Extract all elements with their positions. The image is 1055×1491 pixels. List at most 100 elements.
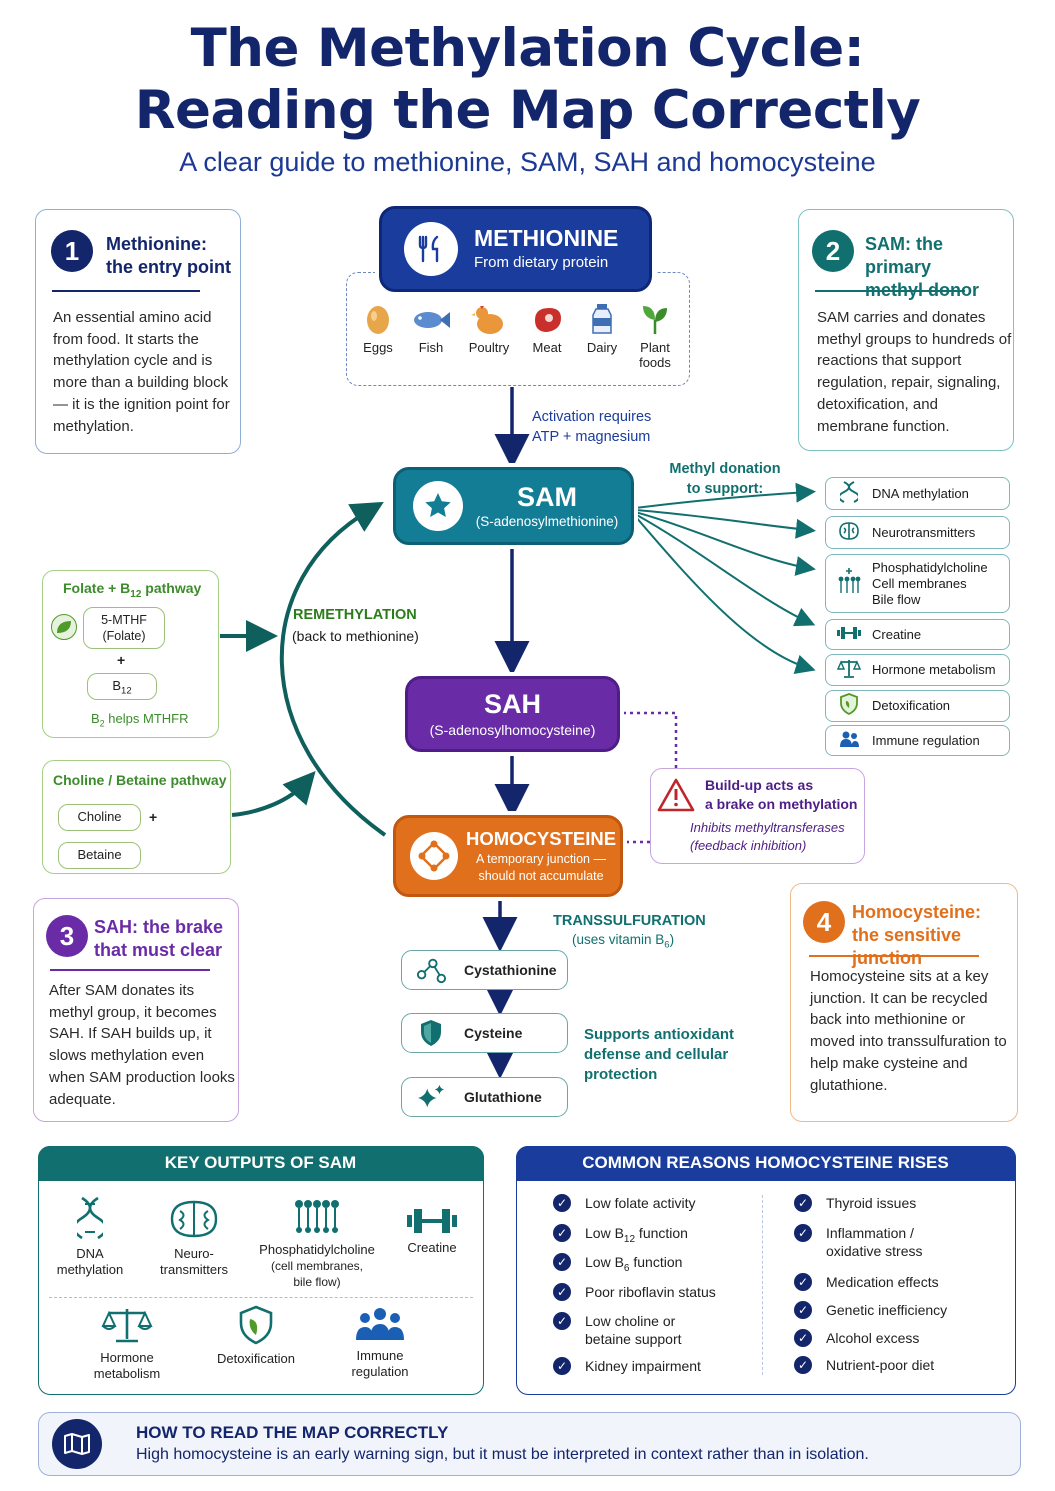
fork-knife-icon bbox=[404, 222, 458, 276]
molecule-icon bbox=[416, 955, 446, 985]
methionine-subtitle: From dietary protein bbox=[474, 254, 609, 271]
key-output-phosphatidylcholine: Phosphatidylcholine (cell membranes, bil… bbox=[252, 1196, 382, 1290]
reason-item: ✓Kidney impairment bbox=[553, 1357, 701, 1375]
check-icon: ✓ bbox=[553, 1253, 571, 1271]
choline-pathway-title: Choline / Betaine pathway bbox=[53, 772, 227, 788]
food-eggs: Eggs bbox=[350, 302, 406, 355]
transsulfuration-label: TRANSSULFURATION bbox=[553, 913, 706, 929]
footer-banner: HOW TO READ THE MAP CORRECTLY High homoc… bbox=[38, 1412, 1021, 1476]
brain-icon bbox=[836, 521, 862, 545]
check-icon: ✓ bbox=[553, 1283, 571, 1301]
key-outputs-heading: KEY OUTPUTS OF SAM bbox=[37, 1145, 484, 1181]
footer-heading: HOW TO READ THE MAP CORRECTLY bbox=[136, 1423, 449, 1442]
map-icon bbox=[52, 1419, 102, 1469]
check-icon: ✓ bbox=[553, 1312, 571, 1330]
homocysteine-node: HOMOCYSTEINE A temporary junction — shou… bbox=[393, 815, 623, 897]
panel-methionine-entry: 1 Methionine: the entry point An essenti… bbox=[35, 209, 241, 454]
reason-item: ✓Inflammation /oxidative stress bbox=[794, 1224, 922, 1260]
panel-title: Methionine: bbox=[106, 234, 207, 254]
divider bbox=[49, 1297, 473, 1298]
remethylation-label: REMETHYLATION bbox=[293, 607, 417, 623]
number-badge: 2 bbox=[812, 230, 854, 272]
food-poultry: Poultry bbox=[461, 302, 517, 355]
leaf-icon bbox=[51, 614, 77, 640]
panel-body: An essential amino acid from food. It st… bbox=[53, 309, 230, 435]
reason-item: ✓Alcohol excess bbox=[794, 1329, 919, 1347]
reasons-panel: COMMON REASONS HOMOCYSTEINE RISES bbox=[515, 1145, 1016, 1395]
sparkle-icon bbox=[416, 1082, 446, 1112]
panel-sah-brake: 3 SAH: the brake that must clear After S… bbox=[33, 898, 239, 1122]
check-icon: ✓ bbox=[553, 1224, 571, 1242]
five-mthf-item: 5-MTHF (Folate) bbox=[83, 607, 165, 649]
membrane-icon bbox=[295, 1200, 339, 1233]
remethylation-sublabel: (back to methionine) bbox=[292, 628, 419, 644]
output-detoxification: Detoxification bbox=[825, 690, 1010, 722]
output-neurotransmitters: Neurotransmitters bbox=[825, 516, 1010, 549]
reasons-heading: COMMON REASONS HOMOCYSTEINE RISES bbox=[515, 1145, 1016, 1181]
panel-title: SAH: the brake bbox=[94, 917, 224, 937]
brake-note-line: a brake on methylation bbox=[705, 796, 858, 812]
dumbbell-icon bbox=[836, 626, 862, 644]
shield-icon bbox=[836, 693, 862, 719]
scale-icon bbox=[836, 658, 862, 682]
homocysteine-title: HOMOCYSTEINE bbox=[466, 828, 617, 849]
page-subtitle: A clear guide to methionine, SAM, SAH an… bbox=[179, 147, 876, 177]
b12-item: B12 bbox=[87, 673, 157, 700]
panel-sam-donor: 2 SAM: the primary methyl donor SAM carr… bbox=[798, 209, 1014, 451]
number-badge: 3 bbox=[46, 915, 88, 957]
star-icon bbox=[413, 481, 463, 531]
sah-title: SAH bbox=[483, 689, 541, 719]
check-icon: ✓ bbox=[794, 1273, 812, 1291]
panel-title: that must clear bbox=[94, 940, 223, 960]
check-icon: ✓ bbox=[794, 1356, 812, 1374]
divider bbox=[50, 969, 210, 971]
divider bbox=[809, 955, 979, 957]
sam-node: SAM (S-adenosylmethionine) bbox=[393, 467, 634, 545]
check-icon: ✓ bbox=[794, 1224, 812, 1242]
folate-b12-pathway: Folate + B12 pathway 5-MTHF (Folate) + B… bbox=[42, 570, 219, 738]
brake-note-line: Build-up acts as bbox=[705, 777, 814, 793]
output-creatine: Creatine bbox=[825, 619, 1010, 650]
choline-betaine-pathway: Choline / Betaine pathway Choline + Beta… bbox=[42, 760, 231, 874]
folate-pathway-title: Folate + B12 pathway bbox=[63, 580, 202, 600]
food-meat: Meat bbox=[519, 302, 575, 355]
key-outputs-panel: KEY OUTPUTS OF SAM bbox=[37, 1145, 484, 1395]
check-icon: ✓ bbox=[553, 1194, 571, 1212]
methionine-node: METHIONINE From dietary protein bbox=[379, 206, 652, 292]
dna-icon bbox=[836, 480, 862, 508]
scale-icon bbox=[101, 1309, 153, 1343]
plus-sign: + bbox=[117, 652, 126, 668]
check-icon: ✓ bbox=[794, 1301, 812, 1319]
sam-subtitle: (S-adenosylmethionine) bbox=[475, 514, 619, 529]
page-title-line1: The Methylation Cycle: bbox=[190, 18, 865, 79]
transsulfuration-sublabel: (uses vitamin B6) bbox=[572, 932, 675, 951]
output-hormone-metabolism: Hormone metabolism bbox=[825, 654, 1010, 686]
junction-icon bbox=[410, 832, 458, 880]
homocysteine-subtitle: should not accumulate bbox=[478, 869, 604, 883]
panel-body: SAM carries and donates methyl groups to… bbox=[817, 309, 1012, 435]
key-output-neurotransmitters: Neuro- transmitters bbox=[152, 1198, 236, 1278]
number-badge: 1 bbox=[51, 230, 93, 272]
leaf-sprout-icon bbox=[643, 306, 667, 334]
panel-body: After SAM donates its methyl group, it b… bbox=[49, 982, 235, 1108]
check-icon: ✓ bbox=[794, 1329, 812, 1347]
choline-item: Choline bbox=[58, 804, 141, 831]
key-output-creatine: Creatine bbox=[398, 1208, 466, 1256]
step-glutathione: Glutathione bbox=[401, 1077, 568, 1117]
reason-item: ✓Low folate activity bbox=[553, 1194, 696, 1212]
panel-title: the entry point bbox=[106, 257, 231, 277]
plus-sign: + bbox=[149, 809, 158, 825]
reason-item: ✓Thyroid issues bbox=[794, 1194, 916, 1212]
output-dna-methylation: DNA methylation bbox=[825, 477, 1010, 510]
food-plant: Plant foods bbox=[627, 302, 683, 370]
egg-icon bbox=[367, 306, 389, 334]
sah-brake-note: Build-up acts as a brake on methylation … bbox=[650, 768, 865, 864]
meat-icon bbox=[535, 308, 561, 332]
key-output-detoxification: Detoxification bbox=[208, 1305, 304, 1367]
page-title-line2: Reading the Map Correctly bbox=[134, 80, 921, 141]
brain-icon bbox=[170, 1200, 218, 1238]
brake-note-detail: (feedback inhibition) bbox=[690, 838, 807, 853]
key-output-dna: DNA methylation bbox=[50, 1196, 130, 1278]
